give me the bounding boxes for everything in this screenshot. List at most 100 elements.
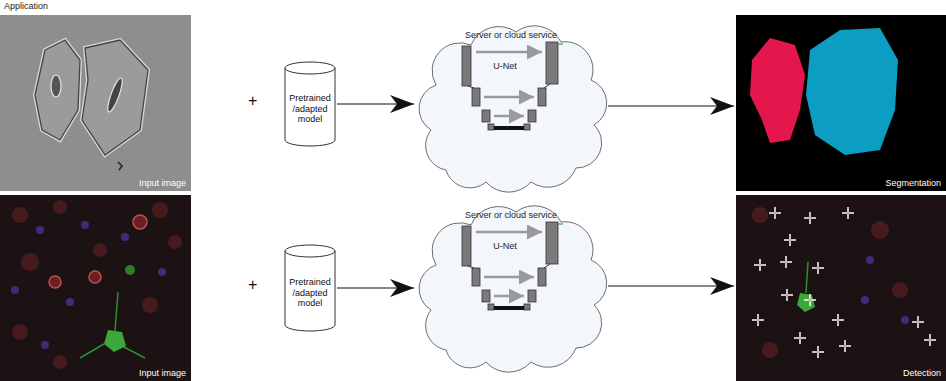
neurite	[80, 344, 104, 358]
network-label: U-Net	[493, 241, 517, 251]
nucleus-dot	[41, 341, 49, 349]
unet-sketch	[462, 42, 563, 130]
cloud-group	[419, 206, 607, 372]
model-cylinder: Pretrained /adapted model	[285, 62, 335, 146]
image-ground	[736, 195, 946, 381]
detection-cross	[754, 259, 766, 271]
tissue-spot	[21, 253, 39, 271]
segment-cyan	[806, 28, 898, 155]
cell-nucleus	[105, 77, 125, 114]
service-label: Server or cloud service	[465, 210, 557, 220]
cell-body	[35, 40, 80, 140]
flow-arrow	[608, 285, 734, 286]
tissue-spot	[762, 342, 778, 358]
red-cell	[133, 215, 147, 229]
nucleus-dot	[66, 298, 74, 306]
segmentation-image	[736, 15, 946, 191]
detection-panel: Detection	[736, 195, 946, 381]
segment-red	[750, 38, 805, 143]
cloud-outline	[419, 206, 607, 372]
detection-cross	[794, 332, 806, 344]
image-ground	[0, 195, 191, 381]
tissue-spot	[53, 355, 67, 369]
detection-cross	[780, 256, 792, 268]
tissue-spot	[152, 202, 168, 218]
nucleus-dot	[11, 286, 19, 294]
tissue-spot	[53, 200, 67, 214]
neurite	[806, 262, 808, 293]
tissue-spot	[892, 282, 908, 298]
segmentation-panel: Segmentation	[736, 15, 946, 191]
flow-arrow	[337, 103, 414, 104]
detection-cross	[839, 340, 851, 352]
red-cell	[89, 271, 101, 283]
cell-halo	[35, 40, 80, 140]
cloud-service: Server or cloud serviceU-Net	[416, 20, 606, 192]
cell-halo	[82, 40, 148, 155]
model-label: Pretrained /adapted model	[288, 93, 332, 124]
unet-sketch	[462, 222, 563, 310]
title-box: Application	[4, 1, 48, 11]
neurite	[122, 346, 145, 358]
nucleus-dot	[861, 296, 869, 304]
tissue-spot	[142, 297, 158, 313]
detection-cross	[781, 289, 793, 301]
detection-cross	[812, 346, 824, 358]
cell-body	[82, 40, 148, 155]
nucleus-dot	[866, 256, 874, 264]
detection-cross	[842, 207, 854, 219]
input-image-panel: Input image	[0, 15, 191, 191]
input-image-panel: Input image	[0, 195, 191, 381]
phase-contrast-image	[0, 15, 191, 191]
image-ground	[0, 15, 191, 191]
detection-cross	[832, 314, 844, 326]
image-caption: Input image	[139, 368, 186, 378]
green-cell	[125, 265, 135, 275]
cloud-shape	[416, 200, 606, 372]
detection-cross	[752, 314, 764, 326]
plus-sign: +	[248, 92, 257, 110]
image-caption: Detection	[903, 368, 941, 378]
image-caption: Input image	[139, 178, 186, 188]
detection-cross	[812, 262, 824, 274]
flow-arrow	[337, 287, 414, 288]
debris	[118, 162, 122, 170]
diagram-title: Application	[4, 1, 48, 11]
fluorescence-image	[0, 195, 191, 381]
service-label: Server or cloud service	[465, 30, 557, 40]
red-cell	[49, 276, 61, 288]
plus-sign: +	[248, 276, 257, 294]
detection-cross	[924, 334, 936, 346]
nucleus-dot	[901, 316, 909, 324]
cylinder-rim	[285, 251, 335, 257]
image-ground	[736, 15, 946, 191]
image-caption: Segmentation	[885, 178, 941, 188]
green-neuron	[104, 330, 126, 352]
model-label: Pretrained /adapted model	[288, 277, 332, 308]
detection-cross	[804, 212, 816, 224]
detection-cross	[784, 234, 796, 246]
cylinder-body	[285, 62, 335, 146]
cylinder-body	[285, 245, 335, 331]
nucleus-dot	[81, 221, 89, 229]
tissue-spot	[93, 243, 107, 257]
label-box: +	[248, 276, 257, 294]
label-box: +	[248, 92, 257, 110]
network-label: U-Net	[493, 61, 517, 71]
tissue-spot	[12, 207, 28, 223]
cell-nucleus	[51, 75, 61, 97]
cylinder-rim	[285, 68, 335, 74]
tissue-spot	[752, 207, 768, 223]
tissue-spot	[168, 235, 182, 249]
cloud-group	[419, 26, 607, 192]
model-cylinder: Pretrained /adapted model	[285, 245, 335, 331]
detection-cross	[769, 207, 781, 219]
detection-cross	[912, 316, 924, 328]
green-neuron	[797, 293, 815, 312]
cloud-service: Server or cloud serviceU-Net	[416, 200, 606, 372]
flow-arrow	[608, 105, 734, 106]
detection-image	[736, 195, 946, 381]
detection-cross	[804, 294, 816, 306]
tissue-spot	[871, 221, 889, 239]
